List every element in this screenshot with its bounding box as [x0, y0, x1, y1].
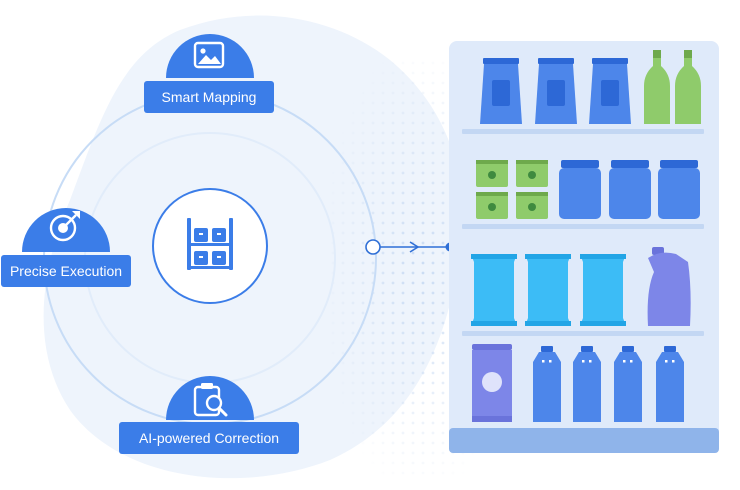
target-icon — [49, 211, 80, 242]
product-bag — [480, 58, 522, 124]
product-jar — [609, 160, 651, 219]
product-chip-tube — [472, 344, 512, 422]
feature-ai-correction: AI-powered Correction — [119, 376, 299, 454]
product-snack-bag — [471, 254, 517, 326]
smart-mapping-label: Smart Mapping — [162, 89, 257, 105]
feature-smart-mapping: Smart Mapping — [144, 34, 274, 113]
product-snack-bag — [580, 254, 626, 326]
product-carton — [614, 346, 642, 422]
product-carton — [656, 346, 684, 422]
image-icon — [193, 41, 225, 69]
shelf-icon — [187, 218, 233, 270]
center-badge — [152, 188, 268, 304]
product-jar — [658, 160, 700, 219]
clipboard-search-icon — [193, 383, 228, 417]
product-bottle — [675, 50, 701, 124]
product-bag — [589, 58, 631, 124]
product-bag — [535, 58, 577, 124]
product-carton — [533, 346, 561, 422]
precise-execution-label: Precise Execution — [10, 263, 122, 279]
product-bottle — [644, 50, 670, 124]
feature-precise-execution: Precise Execution — [1, 208, 131, 287]
product-jar — [559, 160, 601, 219]
product-carton — [573, 346, 601, 422]
store-shelf — [449, 41, 719, 453]
product-can-stack — [516, 160, 548, 219]
product-can-stack — [476, 160, 508, 219]
product-pouch — [647, 247, 691, 326]
product-snack-bag — [525, 254, 571, 326]
ai-correction-label: AI-powered Correction — [139, 430, 279, 446]
